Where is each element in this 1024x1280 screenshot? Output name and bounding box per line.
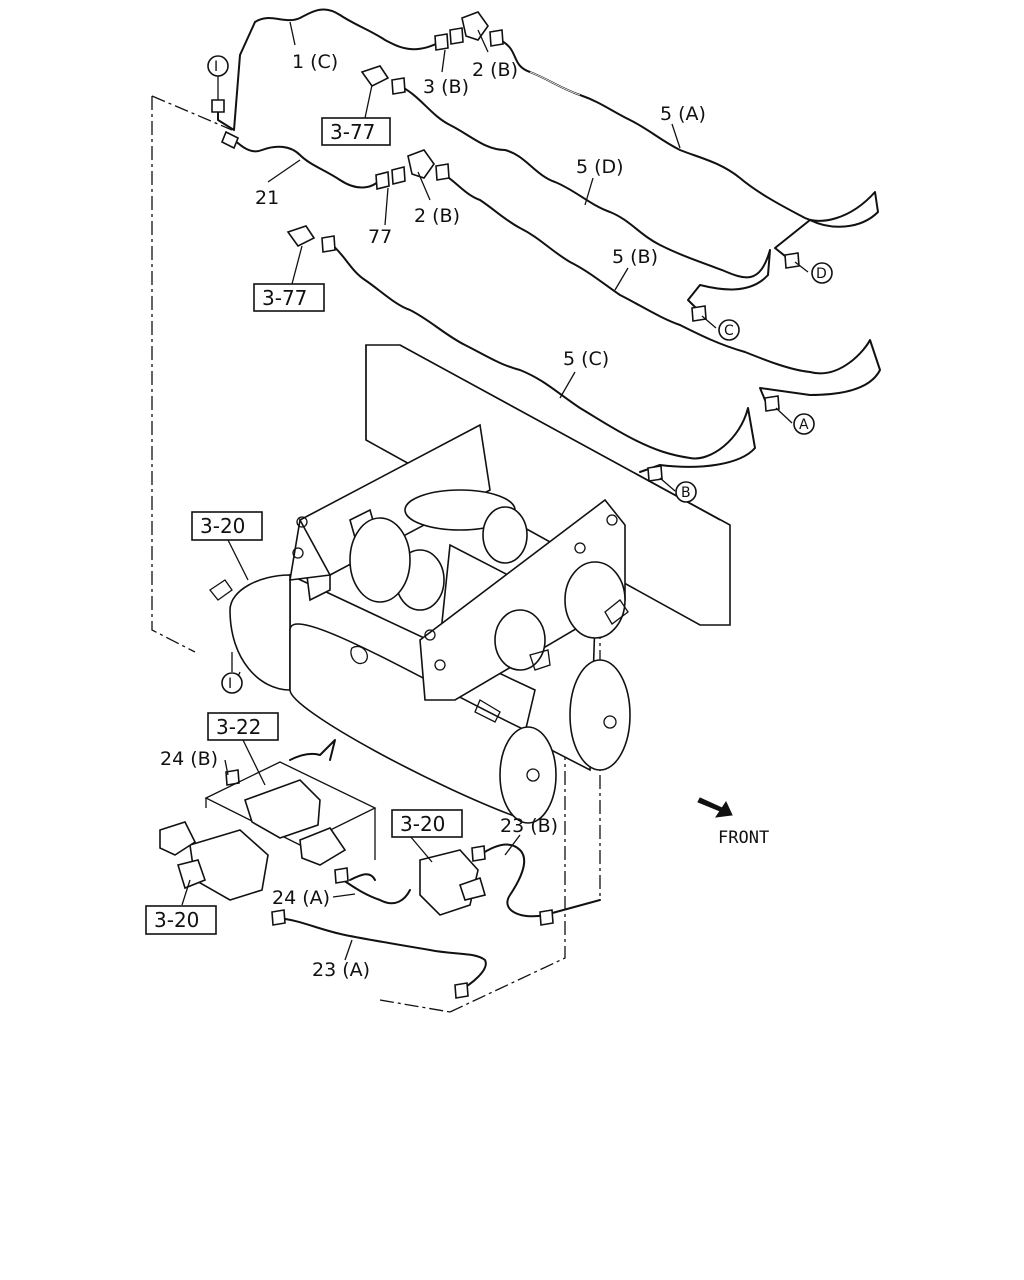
connector-d: D <box>811 262 833 284</box>
svg-text:A: A <box>799 417 809 433</box>
ref-3-77-mid: 3-77 <box>262 286 307 310</box>
label-77: 77 <box>368 226 392 248</box>
connector-i-top: I <box>207 55 229 77</box>
svg-text:C: C <box>724 323 734 339</box>
part-labels: 1 (C) 3 (B) 2 (B) 5 (A) 5 (D) 21 77 2 (B… <box>160 51 706 981</box>
ref-3-20-bottom: 3-20 <box>154 908 199 932</box>
reference-boxes: 3-77 3-77 3-20 3-22 3-20 3-20 <box>145 117 463 935</box>
pipes <box>217 8 881 991</box>
label-5c: 5 (C) <box>563 348 609 370</box>
ref-3-77-top: 3-77 <box>330 120 375 144</box>
label-23a: 23 (A) <box>312 959 370 981</box>
connector-c: C <box>718 319 740 341</box>
label-1c: 1 (C) <box>292 51 338 73</box>
svg-text:B: B <box>681 485 691 501</box>
air-tank-front <box>229 573 557 824</box>
svg-text:I: I <box>214 59 218 75</box>
label-23b: 23 (B) <box>500 815 558 837</box>
front-indicator: FRONT <box>697 797 769 848</box>
leader-lines <box>181 21 809 961</box>
connector-a: A <box>793 413 815 435</box>
label-21: 21 <box>255 187 279 209</box>
ref-3-22: 3-22 <box>216 715 261 739</box>
front-label: FRONT <box>718 828 769 848</box>
connector-markers: I I D C A B <box>207 55 833 694</box>
svg-text:D: D <box>816 266 827 282</box>
label-3b: 3 (B) <box>423 76 469 98</box>
label-24b: 24 (B) <box>160 748 218 770</box>
valve-assemblies <box>159 761 487 916</box>
label-5a: 5 (A) <box>660 103 706 125</box>
svg-text:I: I <box>228 676 232 692</box>
label-24a: 24 (A) <box>272 887 330 909</box>
label-5d: 5 (D) <box>576 156 624 178</box>
ref-3-20-mid: 3-20 <box>400 812 445 836</box>
label-2b-mid: 2 (B) <box>414 205 460 227</box>
label-2b-top: 2 (B) <box>472 59 518 81</box>
label-5b: 5 (B) <box>612 246 658 268</box>
ref-3-20-left: 3-20 <box>200 514 245 538</box>
connector-i-bottom: I <box>221 672 243 694</box>
front-arrow-icon <box>697 797 733 818</box>
connector-b: B <box>675 481 697 503</box>
chassis-frame-beam <box>365 344 731 626</box>
tank-bracket <box>209 423 629 723</box>
